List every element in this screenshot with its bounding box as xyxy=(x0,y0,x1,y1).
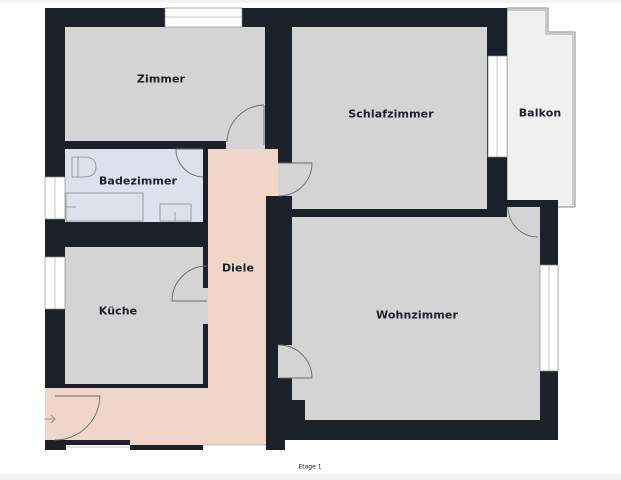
schlafzimmer-floor xyxy=(292,27,487,209)
room-label-zimmer: Zimmer xyxy=(136,72,186,86)
diele-floor xyxy=(45,149,278,445)
bottom-border xyxy=(0,474,621,480)
zimmer-floor xyxy=(65,27,265,141)
door-thresholds xyxy=(203,141,540,378)
windows xyxy=(44,7,559,450)
room-label-schlafzimmer: Schlafzimmer xyxy=(348,107,434,121)
badezimmer-floor xyxy=(65,149,203,222)
toilet xyxy=(71,156,97,178)
room-label-balkon: Balkon xyxy=(518,106,562,120)
room-label-wohnzimmer: Wohnzimmer xyxy=(376,308,458,322)
room-label-kueche: Küche xyxy=(98,304,138,318)
room-floors xyxy=(45,27,540,445)
room-label-badezimmer: Badezimmer xyxy=(98,174,178,188)
balcony xyxy=(506,7,576,208)
top-border xyxy=(0,0,621,3)
wohnzimmer-floor xyxy=(292,217,540,420)
kueche-floor xyxy=(65,247,203,384)
room-label-diele: Diele xyxy=(221,261,255,275)
doors xyxy=(54,104,539,441)
sink xyxy=(159,203,192,222)
floor-label: Etage 1 xyxy=(298,463,322,471)
arrow-right-icon xyxy=(44,414,56,424)
bathroom-fixtures xyxy=(65,156,192,222)
